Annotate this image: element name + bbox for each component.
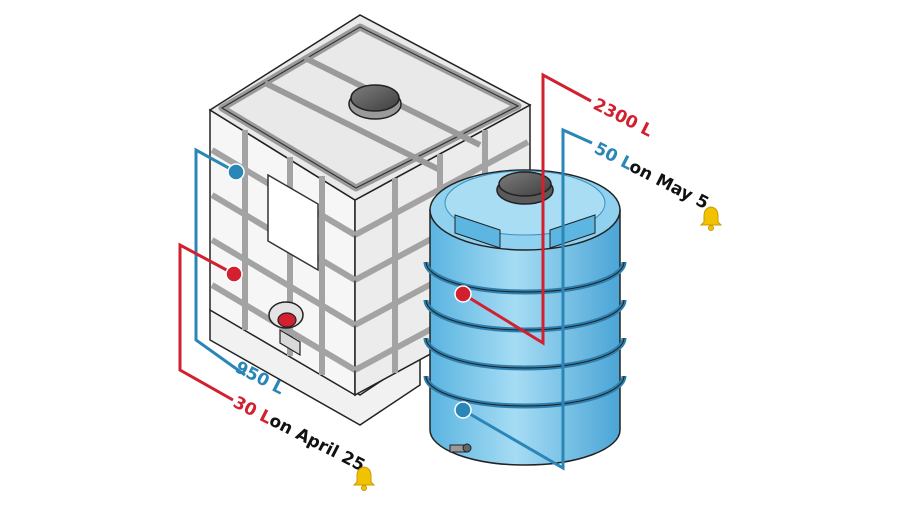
right-capacity-leader	[454, 72, 592, 346]
bell-icon	[352, 466, 376, 491]
right-level-leader	[454, 127, 593, 471]
left-level-leader	[178, 242, 243, 402]
cylindrical-tank	[423, 169, 627, 466]
right-date-label: on May 5	[626, 157, 712, 214]
right-capacity-label: 2300 L	[590, 95, 656, 142]
bell-icon	[699, 206, 723, 231]
left-capacity-leader	[194, 147, 246, 377]
